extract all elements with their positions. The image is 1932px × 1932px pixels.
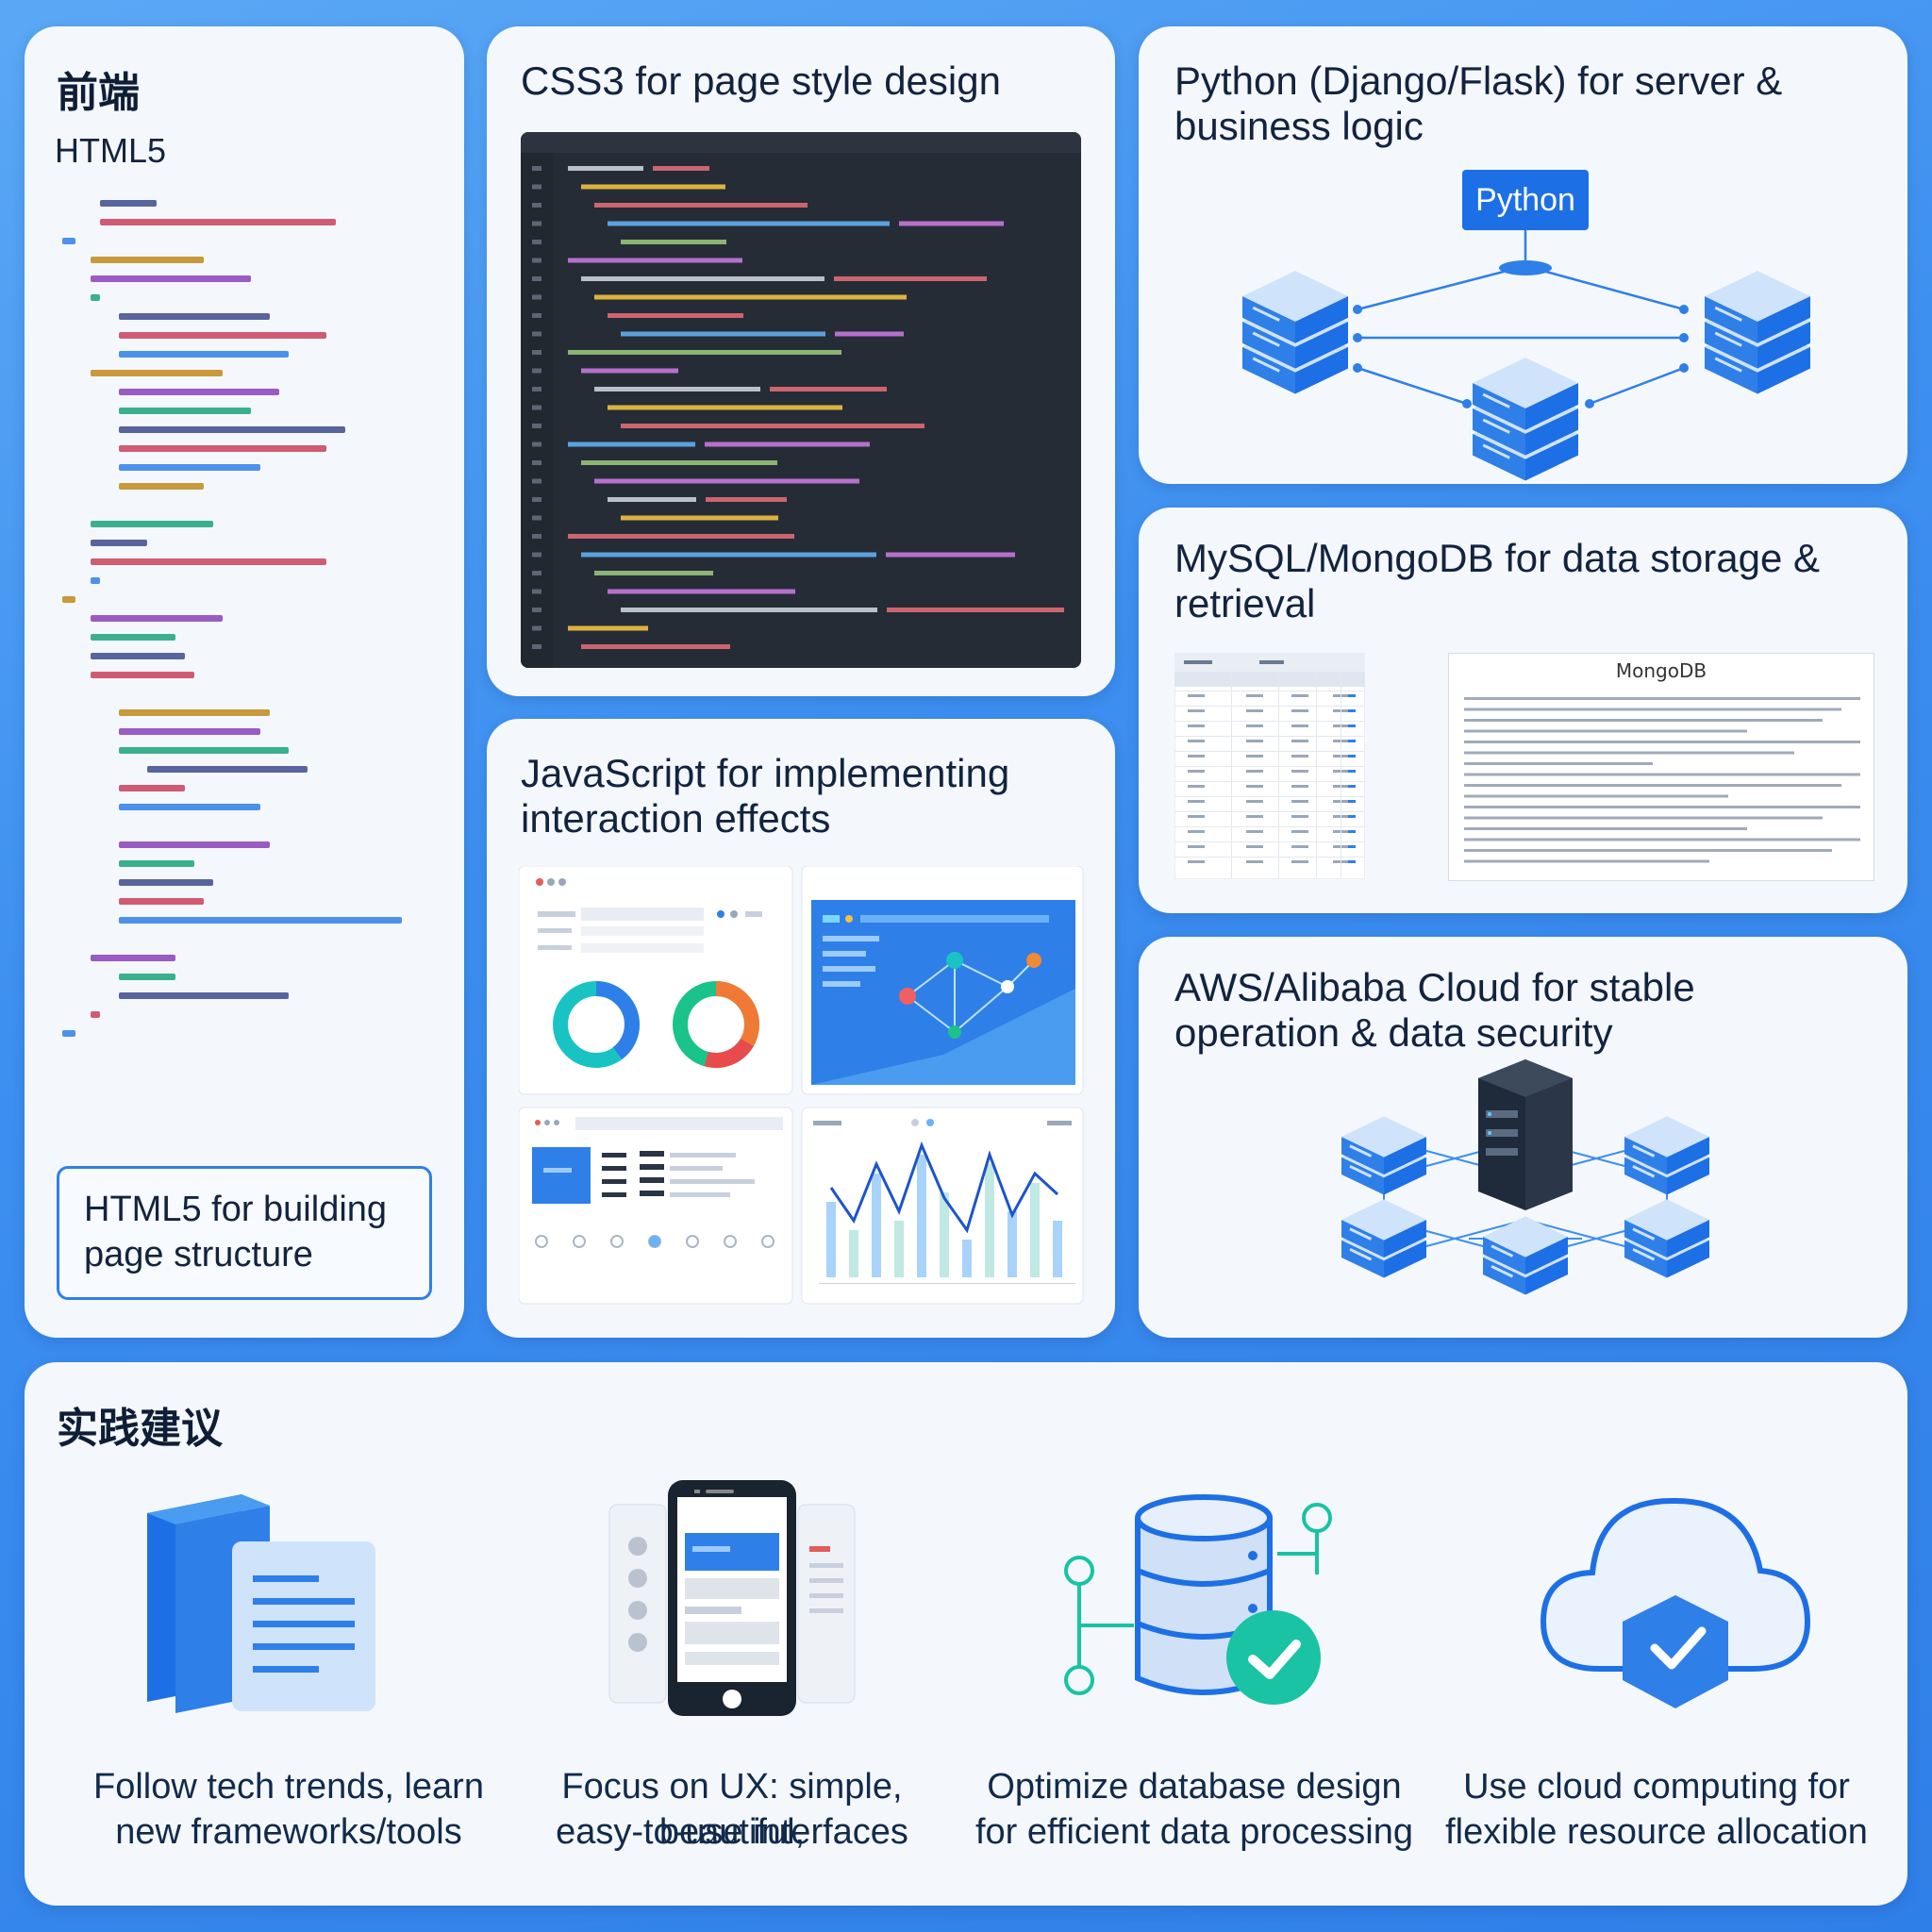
database-card: MySQL/MongoDB for data storage & retriev… — [1139, 508, 1907, 913]
python-badge: Python — [1462, 170, 1589, 230]
practice-caption-1-line-1: Follow tech trends, learn — [93, 1767, 484, 1807]
book-icon — [147, 1494, 375, 1713]
js-title-line-2: interaction effects — [521, 796, 831, 841]
practice-caption-1-line-2: new frameworks/tools — [115, 1812, 462, 1852]
js-dashboard-illustration — [519, 866, 1084, 1305]
python-title-line-2: business logic — [1174, 104, 1424, 148]
python-card: Python (Django/Flask) for server & busin… — [1139, 26, 1907, 484]
practice-heading: 实践建议 — [57, 1405, 223, 1453]
editor-gutter — [521, 153, 553, 668]
code-editor — [521, 132, 1081, 668]
editor-toolbar — [521, 132, 1081, 153]
frontend-heading: 前端 — [57, 69, 140, 117]
cloud-shield-icon — [1540, 1497, 1811, 1708]
js-title-line-1: JavaScript for implementing — [521, 751, 1010, 795]
html5-description-box: HTML5 for building page structure — [57, 1166, 432, 1300]
practice-caption-3-line-1: Optimize database design — [987, 1767, 1402, 1807]
python-title-line-1: Python (Django/Flask) for server & — [1174, 58, 1783, 103]
cloud-infrastructure-illustration — [1341, 1059, 1709, 1295]
cloud-title-line-2: operation & data security — [1174, 1010, 1613, 1055]
cloud-card: AWS/Alibaba Cloud for stable operation &… — [1139, 937, 1907, 1338]
database-check-icon — [1064, 1494, 1332, 1705]
mongodb-label: MongoDB — [1615, 659, 1707, 682]
css-code-lines — [532, 166, 1064, 649]
central-server-icon — [1478, 1059, 1573, 1210]
html5-label: HTML5 — [55, 131, 167, 170]
practice-caption-4-line-2: flexible resource allocation — [1445, 1812, 1868, 1852]
html5-box-line-2: page structure — [84, 1235, 313, 1274]
db-title-line-2: retrieval — [1174, 581, 1316, 625]
donut-chart-2 — [673, 981, 759, 1068]
js-mini-chart — [819, 1141, 1075, 1284]
practice-caption-2-line-2: easy-to-use interfaces — [556, 1812, 908, 1852]
donut-chart-1 — [553, 981, 640, 1068]
practice-card: 实践建议 — [25, 1362, 1907, 1906]
css-card: CSS3 for page style design — [487, 26, 1115, 696]
practice-caption-2-line-1: Focus on UX: simple, beautiful, — [561, 1767, 903, 1852]
practice-caption-3-line-2: for efficient data processing — [974, 1812, 1413, 1852]
db-title-line-1: MySQL/MongoDB for data storage & — [1174, 536, 1820, 580]
mongodb-document: MongoDB — [1448, 653, 1874, 881]
mysql-table-illustration — [1174, 653, 1365, 879]
css-title: CSS3 for page style design — [521, 58, 1001, 103]
mobile-icon — [608, 1480, 856, 1716]
frontend-card: 前端 HTML5 HTML5 for building page structu… — [25, 26, 464, 1338]
html5-box-line-1: HTML5 for building — [84, 1190, 388, 1229]
practice-caption-4-line-1: Use cloud computing for — [1463, 1767, 1850, 1807]
python-server-network — [1242, 230, 1810, 481]
cloud-title-line-1: AWS/Alibaba Cloud for stable — [1174, 965, 1695, 1009]
javascript-card: JavaScript for implementing interaction … — [487, 719, 1115, 1338]
html-code-sample — [62, 200, 402, 1037]
